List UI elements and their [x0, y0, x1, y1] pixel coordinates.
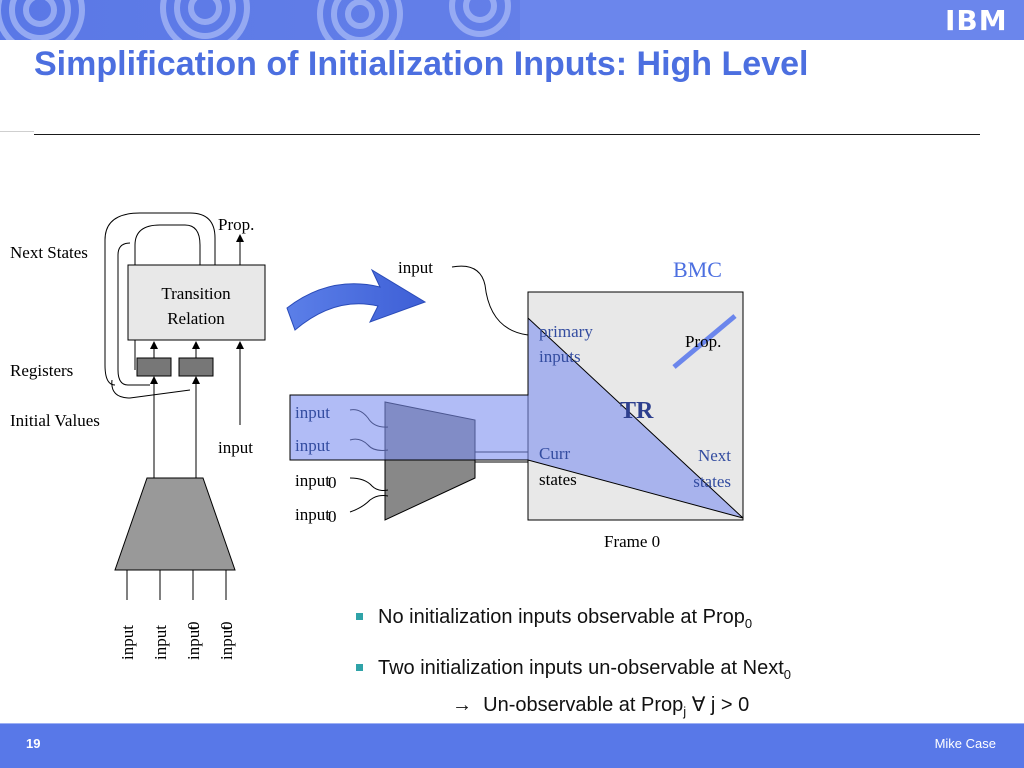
bottom-input-label-3: input: [184, 625, 203, 660]
primary-input-curve: [451, 265, 529, 336]
bmc-prop-label: Prop.: [685, 332, 721, 351]
primary-inputs-label-2: inputs: [539, 347, 581, 366]
ibm-logo: IBM: [945, 4, 1008, 37]
transition-relation-box: [127, 264, 266, 341]
bullet-1: No initialization inputs observable at P…: [356, 604, 996, 637]
tr-label: TR: [620, 398, 654, 424]
next-states-label-1: Next: [698, 446, 731, 465]
arrow-glyph: →: [452, 694, 472, 716]
feedback-loop-inner: [104, 212, 216, 386]
bullet-1-subscript: 0: [744, 616, 753, 631]
bottom-zero-1: 0: [184, 622, 203, 631]
mux-input-label-3: input: [295, 471, 330, 490]
bottom-input-label-1: input: [118, 625, 137, 660]
bmc-label: BMC: [673, 257, 722, 282]
bmc-region: [289, 316, 744, 519]
page-number: 19: [26, 736, 41, 751]
register-return-1: [117, 242, 150, 386]
mux-zero-2: 0: [328, 507, 337, 526]
footer-highlight: [0, 723, 1024, 724]
footer-bar: [0, 723, 1024, 768]
next-states-label: Next States: [10, 243, 88, 262]
prop-strike: [672, 314, 737, 369]
bottom-input-label-4: input: [217, 625, 236, 660]
mux-input-line-3: [349, 477, 389, 491]
slide-title: Simplification of Initialization Inputs:…: [34, 45, 809, 83]
bullet-2-consequence: → Un-observable at Propj ∀ j > 0: [378, 692, 996, 725]
left-diagram: Next States Prop. Transition Relation Re…: [10, 212, 266, 660]
bullet-2-text: Two initialization inputs un-observable …: [378, 657, 784, 679]
register-2: [178, 357, 214, 377]
mux-input-label-4: input: [295, 505, 330, 524]
bullet-2-subscript: 0: [783, 667, 792, 682]
title-divider: [34, 134, 980, 135]
header-pattern: [0, 0, 1024, 40]
mux-input-label-2: input: [295, 436, 330, 455]
tr-input-label: input: [218, 438, 253, 457]
prop-label: Prop.: [218, 215, 254, 234]
author-name: Mike Case: [934, 736, 996, 751]
top-input-label: input: [398, 258, 433, 277]
frame-label: Frame 0: [604, 532, 660, 551]
transform-arrow: [286, 268, 427, 331]
title-divider-faint: [0, 131, 34, 132]
consequence-subscript: j: [683, 704, 687, 719]
right-diagram: BMC input primary inputs Prop. TR Curr s…: [289, 257, 744, 551]
bottom-input-label-2: input: [151, 625, 170, 660]
init-trapezoid: [114, 477, 236, 571]
transition-label-1: Transition: [161, 284, 231, 303]
register-return-2: [111, 379, 191, 399]
mux-input-label-1: input: [295, 403, 330, 422]
bullet-list: No initialization inputs observable at P…: [356, 604, 996, 725]
bullet-2: Two initialization inputs un-observable …: [356, 655, 996, 725]
next-states-label-2: states: [693, 472, 731, 491]
initial-values-label: Initial Values: [10, 411, 100, 430]
curr-states-label-2: states: [539, 470, 577, 489]
consequence-text: Un-observable at Prop: [483, 694, 684, 716]
primary-inputs-label-1: primary: [539, 322, 593, 341]
feedback-loop-outer: [134, 224, 201, 370]
consequence-tail: ∀ j > 0: [691, 694, 750, 716]
registers-label: Registers: [10, 361, 73, 380]
transition-label-2: Relation: [167, 309, 225, 328]
mux-input-line-4: [349, 495, 389, 513]
header-band: [0, 0, 1024, 40]
mux-zero-1: 0: [328, 473, 337, 492]
register-1: [136, 357, 172, 377]
curr-states-label-1: Curr: [539, 444, 571, 463]
bullet-1-text: No initialization inputs observable at P…: [378, 606, 745, 628]
bottom-zero-2: 0: [217, 622, 236, 631]
